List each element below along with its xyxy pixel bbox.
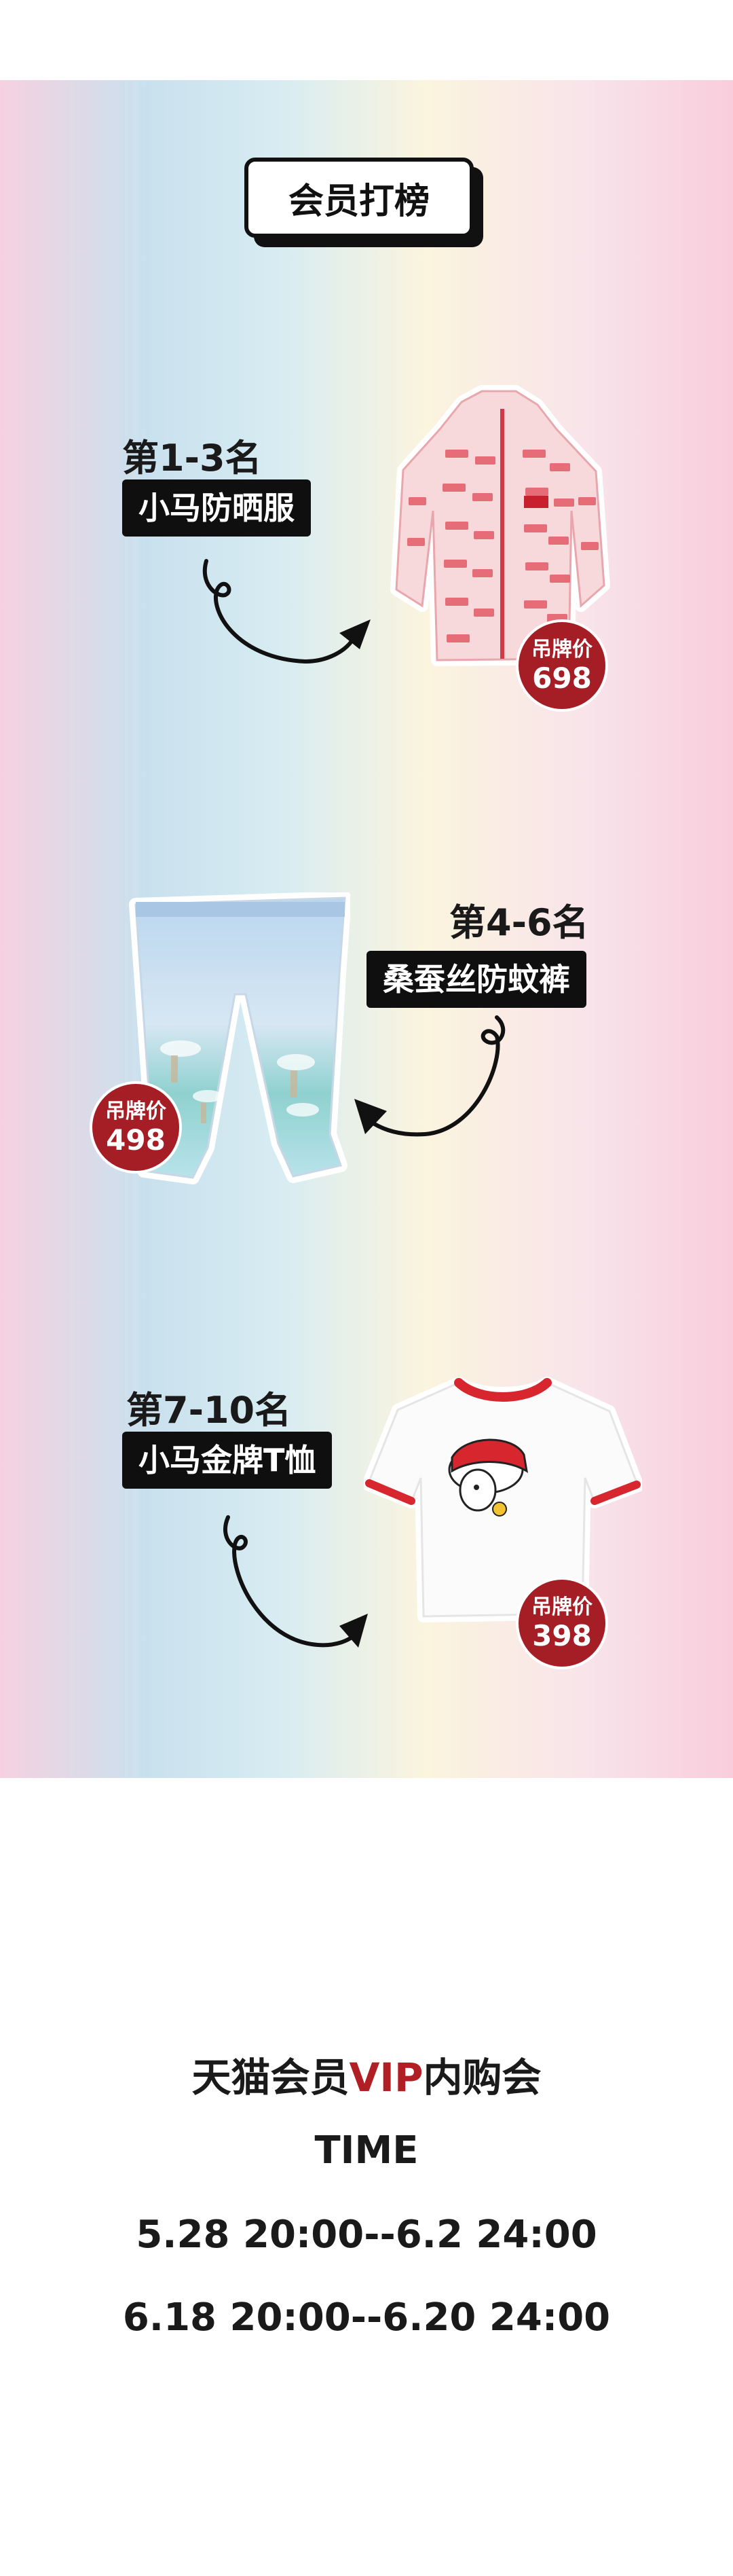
event-date-2: 6.18 20:00--6.20 24:00 [122,2296,611,2340]
event-title-prefix: 天猫会员 [191,2054,350,2101]
event-date-1: 5.28 20:00--6.2 24:00 [136,2213,597,2257]
curved-arrow-2 [354,1015,506,1137]
badge-label: 会员打榜 [244,158,474,238]
price-label-2: 吊牌价 [105,1100,166,1123]
event-title-accent: VIP [349,2054,424,2101]
pants-icon [129,891,352,1184]
event-title-suffix: 内购会 [423,2054,542,2101]
rank-title-1: 第1-3名 [122,437,262,479]
curved-arrow-3 [223,1515,368,1648]
jacket-icon [390,385,610,666]
top-spacer [0,0,733,80]
price-label-1: 吊牌价 [531,638,593,661]
product-name-tag-1[interactable]: 小马防晒服 [122,479,311,537]
tshirt-icon [362,1377,644,1622]
rank-title-2: 第4-6名 [449,901,589,944]
product-image-silk-pants[interactable] [126,891,352,1189]
price-seal-1: 吊牌价 698 [516,619,608,712]
product-name-tag-3[interactable]: 小马金牌T恤 [122,1432,333,1489]
price-value-3: 398 [532,1619,592,1652]
time-label: TIME [314,2128,419,2173]
price-seal-3: 吊牌价 398 [516,1577,608,1669]
price-value-2: 498 [106,1123,166,1157]
event-info-section [0,1778,733,2576]
product-image-tshirt[interactable] [362,1369,644,1630]
price-label-3: 吊牌价 [531,1595,593,1619]
curved-arrow-1 [202,559,371,664]
rank-title-3: 第7-10名 [126,1389,292,1432]
price-value-1: 698 [532,661,592,695]
product-image-sun-jacket[interactable] [380,382,611,694]
price-seal-2: 吊牌价 498 [90,1081,182,1174]
event-title: 天猫会员VIP内购会 [0,2046,733,2103]
member-ranking-badge: 会员打榜 [244,158,483,247]
product-name-tag-2[interactable]: 桑蚕丝防蚊裤 [366,951,586,1008]
